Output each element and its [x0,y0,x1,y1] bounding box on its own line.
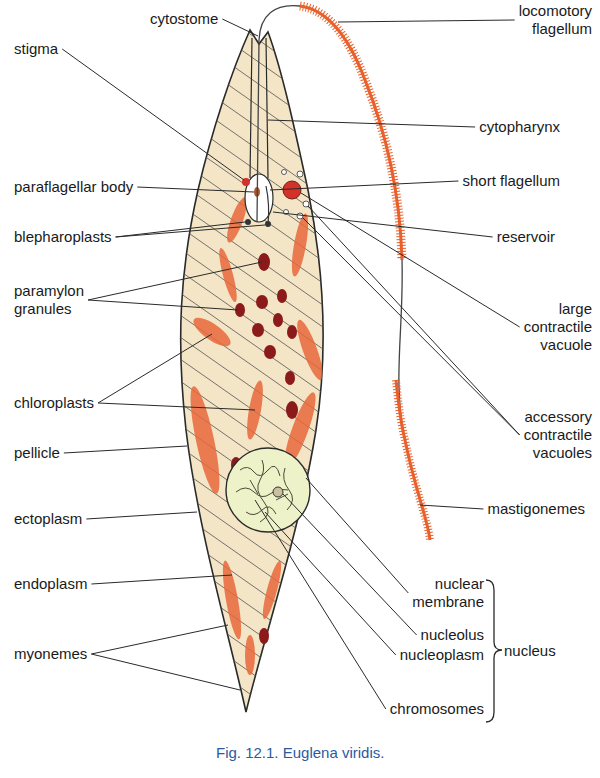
part-label: cytostome [150,10,218,28]
leader-line [255,500,386,709]
leader-line [308,206,520,435]
part-label: large contractile vacuole [507,300,592,354]
leader-line [98,334,212,403]
part-label: pellicle [14,444,60,462]
leader-line [86,512,197,519]
pellicle-stripe [150,624,350,764]
pellicle-stripe [150,514,350,654]
leader-line [270,181,458,190]
leader-line [420,505,483,509]
pellicle-stripe [150,602,350,742]
pellicle-stripes [150,0,350,778]
nucleus-figure [226,448,310,532]
part-label: nucleus [504,642,556,660]
leader-line [303,218,520,435]
pellicle-stripe [150,206,350,346]
leader-line [301,193,520,327]
pellicle-stripe [150,558,350,698]
part-label: short flagellum [462,172,560,190]
part-label: cytopharynx [479,118,560,136]
pellicle-stripe [150,536,350,676]
pellicle-stripe [150,272,350,412]
part-label: paraflagellar body [14,178,133,196]
pellicle-stripe [150,228,350,368]
part-label: nuclear membrane [409,575,484,611]
part-label: blepharoplasts [14,228,112,246]
cell-body [181,30,324,712]
leader-line [116,222,245,237]
part-label: locomotory flagellum [497,2,592,38]
part-label: accessory contractile vacuoles [502,408,592,462]
part-label: chromosomes [390,700,484,718]
figure-caption: Fig. 12.1. Euglena viridis. [216,744,384,762]
pellicle-stripe [150,0,350,60]
leader-line [64,446,187,453]
leader-line [88,300,238,310]
leader-line [91,625,228,654]
pellicle-stripe [150,0,350,126]
pellicle-stripe [150,250,350,390]
leader-line [283,494,417,635]
nucleus-bracket [486,580,502,722]
pellicle-stripe [150,690,350,778]
pellicle-stripe [150,668,350,778]
part-label: nucleolus [421,626,484,644]
pellicle-stripe [150,448,350,588]
part-label: ectoplasm [14,510,82,528]
leader-line [137,187,254,192]
part-label: mastigonemes [487,500,585,518]
pellicle-stripe [150,426,350,566]
pellicle-stripe [150,0,350,38]
leader-line [62,49,244,180]
part-label: myonemes [14,645,87,663]
leader-line [88,262,262,300]
leader-line [273,212,493,237]
pellicle-stripe [150,316,350,456]
leader-line [91,654,240,690]
leader-line [116,225,265,237]
part-label: endoplasm [14,575,87,593]
part-label: stigma [14,40,58,58]
pellicle-stripe [150,580,350,720]
pellicle-stripe [150,8,350,148]
gullet [242,38,309,227]
leader-line [222,19,258,36]
part-label: chloroplasts [14,394,94,412]
pellicle-stripe [150,0,350,104]
part-label: paramylon granules [14,282,104,318]
leader-line [306,478,408,593]
leader-line [338,20,515,22]
leader-line [265,512,396,655]
locomotory-flagellum [257,6,430,540]
part-label: nucleoplasm [400,646,484,664]
leader-line [268,120,475,127]
chloroplasts [185,195,328,675]
leader-line [91,575,232,584]
part-label: reservoir [497,228,555,246]
leader-line [98,403,255,410]
leader-lines [62,19,519,709]
